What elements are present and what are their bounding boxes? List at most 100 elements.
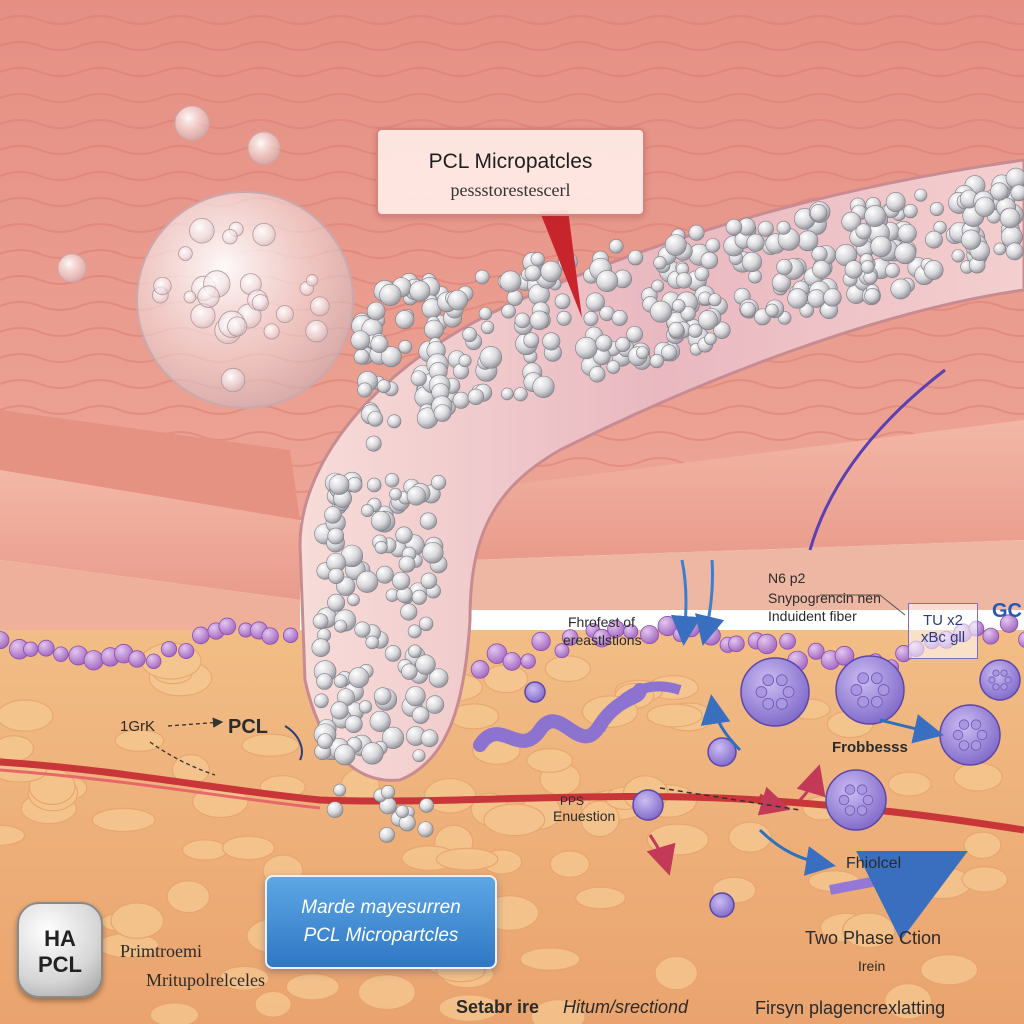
microparticle bbox=[861, 260, 874, 273]
microparticle bbox=[367, 478, 381, 492]
fat-cell bbox=[962, 867, 1007, 892]
microparticle bbox=[961, 230, 981, 250]
fat-cell bbox=[0, 700, 53, 731]
microparticle bbox=[422, 542, 443, 563]
microparticle bbox=[334, 744, 355, 765]
cell-dot bbox=[219, 618, 236, 635]
microparticle bbox=[334, 784, 346, 796]
microparticle bbox=[385, 645, 401, 661]
microparticle bbox=[885, 263, 899, 277]
microparticle bbox=[434, 405, 451, 422]
inner-particle bbox=[306, 275, 317, 286]
microparticle bbox=[420, 798, 434, 812]
cell-granule bbox=[993, 670, 999, 676]
cell-granule bbox=[977, 730, 987, 740]
microparticle bbox=[924, 260, 943, 279]
fat-cell bbox=[484, 804, 545, 836]
inner-particle bbox=[306, 320, 328, 342]
label-fhiolcel: Fhiolcel bbox=[846, 855, 901, 873]
microparticle bbox=[742, 252, 762, 272]
microparticle bbox=[650, 354, 664, 368]
fat-cell bbox=[550, 851, 589, 877]
fat-cell bbox=[520, 948, 580, 970]
microparticle bbox=[808, 290, 826, 308]
microparticle bbox=[748, 270, 761, 283]
fat-cell bbox=[167, 881, 210, 913]
microparticle bbox=[596, 335, 612, 351]
cell-dot bbox=[729, 636, 745, 652]
fat-cell bbox=[888, 772, 931, 796]
microparticle bbox=[392, 572, 410, 590]
microparticle bbox=[930, 202, 943, 215]
microparticle bbox=[312, 639, 330, 657]
pcl-callout-title: PCL Micropatcles bbox=[378, 150, 643, 174]
microparticle bbox=[480, 346, 502, 368]
cell-dot bbox=[521, 654, 536, 669]
microparticle bbox=[525, 265, 541, 281]
cell-granule bbox=[878, 685, 889, 696]
microparticle bbox=[317, 674, 333, 690]
cell-granule bbox=[783, 687, 794, 698]
microparticle bbox=[431, 475, 446, 490]
microparticle bbox=[701, 252, 718, 269]
microparticle bbox=[345, 716, 362, 733]
cell-dot bbox=[179, 643, 194, 658]
microparticle bbox=[612, 310, 627, 325]
microparticle bbox=[555, 294, 570, 309]
microparticle bbox=[368, 411, 383, 426]
microparticle bbox=[379, 827, 394, 842]
label-ereastions: ereastlstions bbox=[563, 632, 642, 648]
inner-particle bbox=[184, 291, 196, 303]
microparticle bbox=[502, 304, 516, 318]
cell-granule bbox=[971, 720, 981, 730]
fat-cell bbox=[484, 665, 528, 693]
microparticle bbox=[328, 568, 343, 583]
pcl-callout-subtitle: pessstorestescerl bbox=[378, 180, 643, 201]
microparticle bbox=[865, 288, 880, 303]
fat-cell bbox=[954, 763, 1002, 791]
microparticle bbox=[418, 822, 433, 837]
microparticle bbox=[396, 805, 409, 818]
microparticle bbox=[952, 249, 965, 262]
microparticle bbox=[596, 270, 617, 291]
inner-particle bbox=[310, 297, 329, 316]
microparticle bbox=[421, 573, 437, 589]
label-1grk: 1GrK bbox=[120, 718, 155, 735]
immune-cell bbox=[633, 790, 663, 820]
microparticle bbox=[1011, 185, 1024, 201]
microparticle bbox=[354, 349, 369, 364]
microparticle bbox=[810, 204, 827, 221]
microparticle bbox=[698, 310, 717, 329]
cell-granule bbox=[845, 806, 855, 816]
cell-granule bbox=[857, 785, 867, 795]
fat-cell bbox=[545, 656, 590, 682]
cell-granule bbox=[959, 741, 969, 751]
label-primtroemi: Primtroemi bbox=[120, 941, 202, 962]
microparticle bbox=[351, 331, 370, 350]
label-induident: Induident fiber bbox=[768, 608, 857, 624]
inner-particle bbox=[179, 247, 193, 261]
label-frobbesss: Frobbesss bbox=[832, 739, 908, 756]
inner-particle bbox=[276, 306, 293, 323]
microparticle bbox=[329, 475, 349, 495]
microparticle bbox=[777, 259, 793, 275]
microparticle bbox=[376, 566, 393, 583]
microparticle bbox=[334, 620, 346, 632]
badge-line2: PCL bbox=[19, 952, 101, 978]
microparticle bbox=[334, 675, 347, 688]
microparticle bbox=[500, 271, 521, 292]
microparticle bbox=[396, 527, 413, 544]
label-snypogrencin: Snypogrencin nen bbox=[768, 590, 881, 606]
microparticle bbox=[654, 256, 667, 269]
fat-cell bbox=[183, 840, 228, 860]
immune-cell bbox=[710, 893, 734, 917]
label-pcl: PCL bbox=[228, 716, 268, 739]
microparticle bbox=[925, 231, 942, 248]
microparticle bbox=[396, 310, 415, 329]
cell-granule bbox=[971, 741, 981, 751]
cell-granule bbox=[756, 687, 767, 698]
microparticle bbox=[481, 321, 494, 334]
microparticle bbox=[845, 261, 863, 279]
microparticle bbox=[975, 197, 995, 217]
microparticle bbox=[514, 388, 528, 402]
